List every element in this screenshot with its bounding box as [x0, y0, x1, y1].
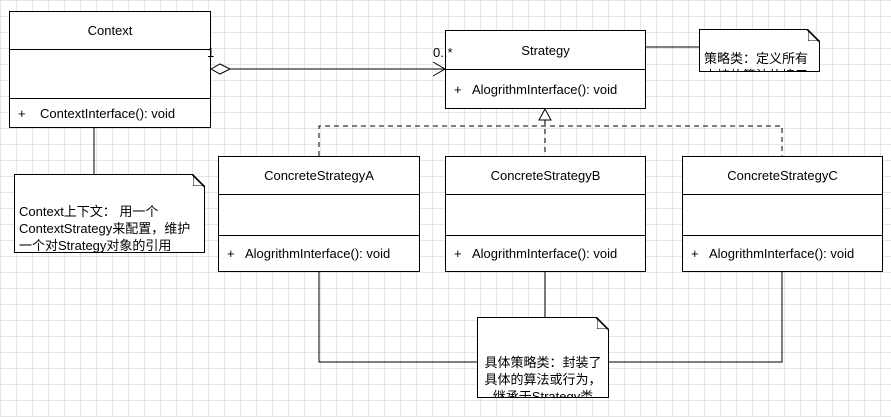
note-concrete[interactable]: 具体策略类：封装了 具体的算法或行为， 继承于Strategy类 — [477, 317, 609, 398]
class-concrete-strategy-b[interactable]: ConcreteStrategyB + AlogrithmInterface()… — [445, 156, 646, 272]
note-anchor-lines — [93, 46, 783, 363]
class-strategy-name: Strategy — [521, 42, 570, 58]
visibility-public: + — [454, 246, 462, 261]
context-operation: ContextInterface(): void — [40, 105, 176, 121]
operations-section: + AlogrithmInterface(): void — [446, 70, 645, 108]
operations-section: + ContextInterface(): void — [10, 99, 210, 127]
attributes-section — [446, 195, 645, 236]
note-context[interactable]: Context上下文： 用一个 ContextStrategy来配置，维护 一个… — [14, 174, 205, 253]
visibility-public: + — [227, 246, 235, 261]
concrete-a-operation: AlogrithmInterface(): void — [245, 246, 391, 261]
strategy-operation: AlogrithmInterface(): void — [472, 81, 618, 97]
class-context-name: Context — [87, 23, 133, 38]
visibility-public: + — [691, 246, 699, 261]
generalization-lines — [318, 120, 783, 156]
visibility-public: + — [454, 81, 462, 97]
class-name: Context — [10, 12, 210, 50]
generalization-arrowhead — [538, 107, 552, 121]
concrete-b-operation: AlogrithmInterface(): void — [472, 246, 618, 261]
note-strategy[interactable]: 策略类：定义所有 支持的算法的接口 — [699, 29, 820, 72]
class-concrete-strategy-c[interactable]: ConcreteStrategyC + AlogrithmInterface()… — [682, 156, 883, 272]
class-concrete-c-name: ConcreteStrategyC — [727, 168, 838, 183]
aggregation-diamond — [209, 63, 232, 75]
attributes-section — [10, 50, 210, 99]
attributes-section — [219, 195, 419, 236]
operations-section: + AlogrithmInterface(): void — [446, 236, 645, 271]
class-context[interactable]: Context + ContextInterface(): void — [9, 11, 211, 128]
class-concrete-strategy-a[interactable]: ConcreteStrategyA + AlogrithmInterface()… — [218, 156, 420, 272]
class-name: ConcreteStrategyB — [446, 157, 645, 195]
concrete-c-operation: AlogrithmInterface(): void — [709, 246, 855, 261]
operations-section: + AlogrithmInterface(): void — [683, 236, 882, 271]
class-name: Strategy — [446, 31, 645, 70]
class-strategy[interactable]: Strategy + AlogrithmInterface(): void — [445, 30, 646, 109]
class-concrete-b-name: ConcreteStrategyB — [490, 168, 601, 183]
source-multiplicity: 1 — [207, 45, 215, 60]
visibility-public: + — [18, 105, 26, 121]
class-concrete-a-name: ConcreteStrategyA — [264, 168, 374, 183]
class-name: ConcreteStrategyC — [683, 157, 882, 195]
class-name: ConcreteStrategyA — [219, 157, 419, 195]
operations-section: + AlogrithmInterface(): void — [219, 236, 419, 271]
note-concrete-text: 具体策略类：封装了 具体的算法或行为， 继承于Strategy类 — [484, 355, 602, 404]
note-context-text: Context上下文： 用一个 ContextStrategy来配置，维护 一个… — [19, 204, 191, 253]
attributes-section — [683, 195, 882, 236]
target-multiplicity: 0..* — [433, 45, 453, 60]
